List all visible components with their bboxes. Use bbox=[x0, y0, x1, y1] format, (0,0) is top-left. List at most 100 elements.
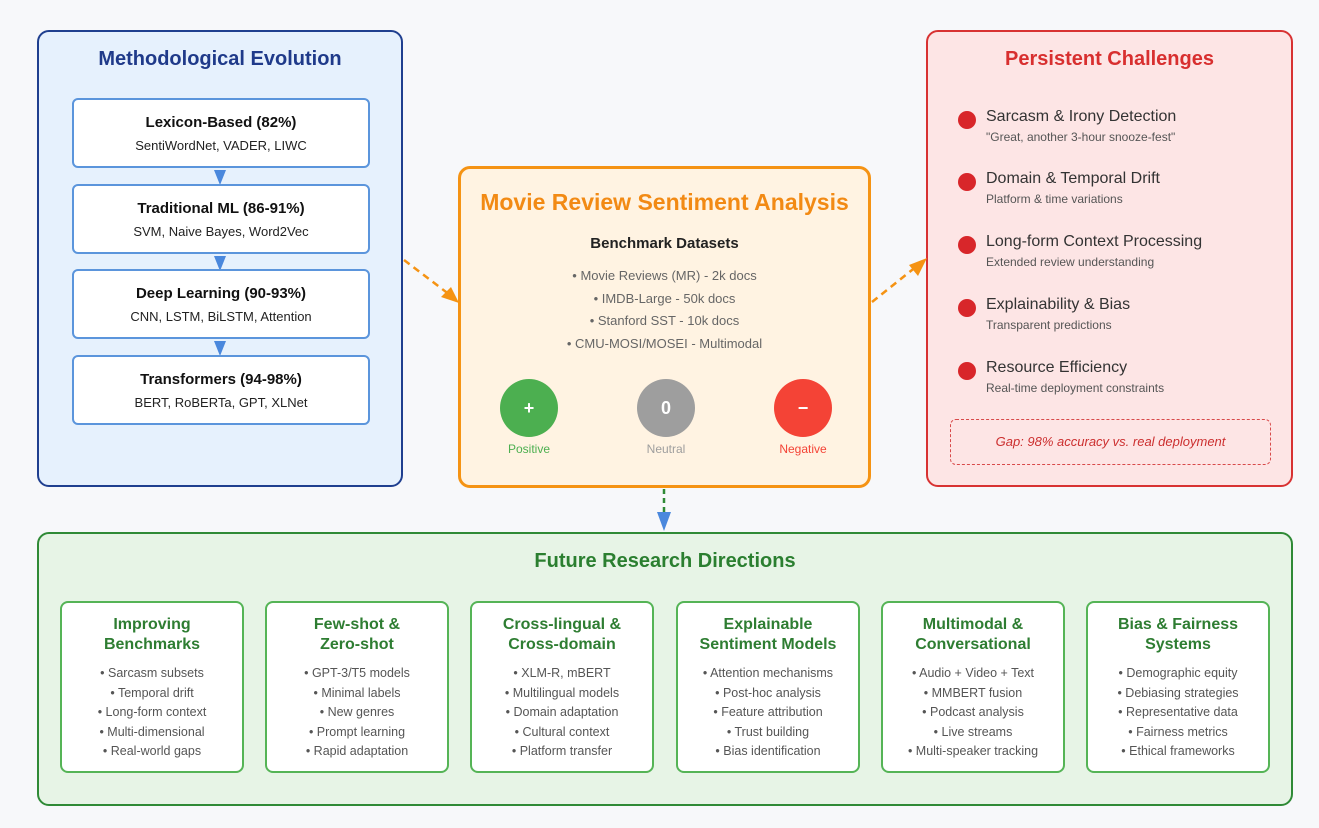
dataset-list: • Movie Reviews (MR) - 2k docs • IMDB-La… bbox=[461, 265, 868, 355]
step-title: Transformers (94-98%) bbox=[140, 371, 302, 388]
card-title-line: Conversational bbox=[915, 636, 1031, 653]
challenge-title: Resource Efficiency bbox=[986, 359, 1128, 376]
negative-icon: − bbox=[774, 379, 832, 437]
down-arrow-icon bbox=[214, 170, 226, 185]
list-item: • Representative data bbox=[1118, 705, 1238, 719]
list-item: • Cultural context bbox=[514, 724, 610, 739]
card-title-line: Cross-lingual & bbox=[502, 616, 622, 633]
list-item: • Feature attribution bbox=[713, 705, 823, 719]
list-item: • Attention mechanisms bbox=[702, 666, 834, 680]
list-item: • Multi-speaker tracking bbox=[907, 744, 1039, 758]
list-item: • MMBERT fusion bbox=[923, 685, 1023, 700]
neutral-icon: 0 bbox=[637, 379, 695, 437]
challenge-item: Domain & Temporal Drift Platform & time … bbox=[958, 170, 1160, 206]
list-item: • Stanford SST - 10k docs bbox=[589, 313, 740, 328]
list-item: • Real-world gaps bbox=[102, 744, 202, 758]
bullet-dot-icon bbox=[958, 299, 976, 317]
sentiment-label: Negative bbox=[779, 442, 827, 456]
card-cross-lingual: Cross-lingual & Cross-domain • XLM-R, mBE… bbox=[470, 601, 654, 773]
benchmark-datasets-heading: Benchmark Datasets bbox=[590, 235, 739, 252]
list-item: • Post-hoc analysis bbox=[715, 685, 821, 700]
list-item: • Multi-dimensional bbox=[99, 724, 205, 739]
list-item: • Sarcasm subsets bbox=[100, 666, 204, 680]
card-multimodal: Multimodal &Conversational • Audio + Vid… bbox=[881, 601, 1065, 773]
positive-icon: + bbox=[500, 379, 558, 437]
step-subtitle: BERT, RoBERTa, GPT, XLNet bbox=[134, 395, 308, 410]
step-transformers: Transformers (94-98%) BERT, RoBERTa, GPT… bbox=[72, 355, 370, 425]
list-item: • Temporal drift bbox=[110, 685, 194, 700]
list-item: • Debiasing strategies bbox=[1117, 685, 1239, 700]
step-title: Lexicon-Based (82%) bbox=[145, 114, 297, 131]
card-title-line: Zero-shot bbox=[320, 636, 394, 653]
list-item: • Rapid adaptation bbox=[305, 744, 409, 758]
list-item: • Fairness metrics bbox=[1128, 724, 1228, 739]
methodological-evolution-panel: Methodological Evolution Lexicon-Based (… bbox=[37, 30, 403, 487]
step-subtitle: SentiWordNet, VADER, LIWC bbox=[135, 138, 307, 153]
bullet-dot-icon bbox=[958, 236, 976, 254]
step-title: Traditional ML (86-91%) bbox=[137, 200, 305, 217]
sentiment-positive: + Positive bbox=[499, 379, 559, 456]
sentiment-label: Positive bbox=[507, 442, 551, 456]
list-item: • Minimal labels bbox=[313, 685, 401, 700]
list-item: • New genres bbox=[319, 705, 395, 719]
list-item: • Bias identification bbox=[715, 744, 821, 758]
center-to-challenges-connector bbox=[871, 265, 918, 303]
list-item: • XLM-R, mBERT bbox=[513, 666, 611, 680]
list-item: • Platform transfer bbox=[511, 744, 613, 758]
card-list: • XLM-R, mBERT • Multilingual models • D… bbox=[472, 664, 652, 762]
list-item: • GPT-3/T5 models bbox=[304, 666, 410, 680]
down-arrow-icon bbox=[214, 341, 226, 356]
list-item: • Live streams bbox=[933, 724, 1013, 739]
challenge-item: Long-form Context Processing Extended re… bbox=[958, 233, 1202, 269]
challenge-title: Long-form Context Processing bbox=[986, 233, 1203, 250]
challenge-title: Explainability & Bias bbox=[986, 296, 1131, 313]
challenge-title: Domain & Temporal Drift bbox=[986, 170, 1160, 187]
gap-callout: Gap: 98% accuracy vs. real deployment bbox=[950, 419, 1271, 465]
center-title: Movie Review Sentiment Analysis bbox=[480, 189, 849, 215]
card-title-line: Explainable bbox=[723, 616, 813, 633]
card-list: • Audio + Video + Text • MMBERT fusion •… bbox=[883, 664, 1063, 762]
evolution-title: Methodological Evolution bbox=[98, 48, 342, 70]
card-few-shot-zero-shot: Few-shot & Zero-shot • GPT-3/T5 models • … bbox=[265, 601, 449, 773]
challenge-title: Sarcasm & Irony Detection bbox=[986, 108, 1177, 125]
list-item: • Trust building bbox=[726, 724, 810, 739]
card-list: • Attention mechanisms • Post-hoc analys… bbox=[678, 664, 858, 762]
step-subtitle: SVM, Naive Bayes, Word2Vec bbox=[133, 224, 309, 239]
challenge-desc: Platform & time variations bbox=[986, 192, 1123, 206]
arrowhead-icon bbox=[909, 258, 927, 276]
list-item: • IMDB-Large - 50k docs bbox=[593, 290, 736, 306]
list-item: • Domain adaptation bbox=[505, 705, 619, 719]
list-item: • Movie Reviews (MR) - 2k docs bbox=[572, 268, 757, 283]
down-arrow-icon bbox=[214, 256, 226, 271]
list-item: • Audio + Video + Text bbox=[911, 666, 1035, 680]
challenge-desc: Real-time deployment constraints bbox=[986, 381, 1165, 395]
arrowhead-icon bbox=[441, 287, 459, 303]
step-deep-learning: Deep Learning (90-93%) CNN, LSTM, BiLSTM… bbox=[72, 269, 370, 339]
card-title-line: Few-shot & bbox=[313, 616, 401, 633]
bullet-dot-icon bbox=[958, 173, 976, 191]
card-list: • GPT-3/T5 models • Minimal labels • New… bbox=[267, 664, 447, 762]
step-subtitle: CNN, LSTM, BiLSTM, Attention bbox=[130, 309, 312, 324]
sentiment-neutral: 0 Neutral bbox=[636, 379, 696, 456]
bullet-dot-icon bbox=[958, 111, 976, 129]
card-title: Multimodal &Conversational bbox=[883, 615, 1063, 655]
list-item: • Long-form context bbox=[97, 705, 207, 719]
sentiment-label: Neutral bbox=[646, 442, 686, 456]
sentiment-negative: − Negative bbox=[773, 379, 833, 456]
list-item: • Demographic equity bbox=[1118, 666, 1238, 680]
card-title-line: Sentiment Models bbox=[699, 636, 837, 653]
evolution-to-center-connector bbox=[403, 259, 451, 296]
list-item: • Prompt learning bbox=[308, 724, 406, 739]
challenges-title: Persistent Challenges bbox=[1005, 48, 1214, 70]
list-item: • CMU-MOSI/MOSEI - Multimodal bbox=[566, 335, 763, 351]
card-title: Few-shot & Zero-shot bbox=[267, 615, 447, 655]
card-title-line: Cross-domain bbox=[508, 636, 616, 653]
challenge-item: Sarcasm & Irony Detection "Great, anothe… bbox=[958, 108, 1176, 144]
list-item: • Multilingual models bbox=[504, 685, 620, 700]
list-item: • Podcast analysis bbox=[922, 705, 1024, 719]
step-traditional-ml: Traditional ML (86-91%) SVM, Naive Bayes… bbox=[72, 184, 370, 254]
